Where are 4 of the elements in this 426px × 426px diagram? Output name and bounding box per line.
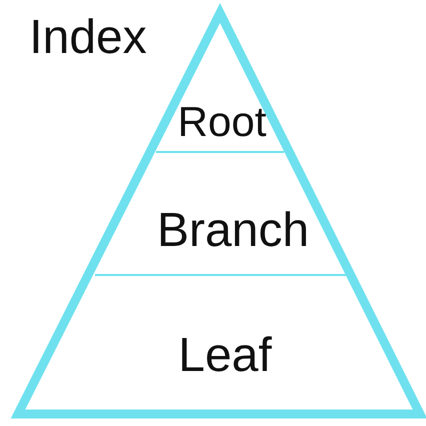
pyramid-heading: Index [29,14,147,62]
tier-label: Branch [148,207,318,255]
tier-label: Leaf [165,332,285,380]
tier-label: Root [172,98,272,146]
